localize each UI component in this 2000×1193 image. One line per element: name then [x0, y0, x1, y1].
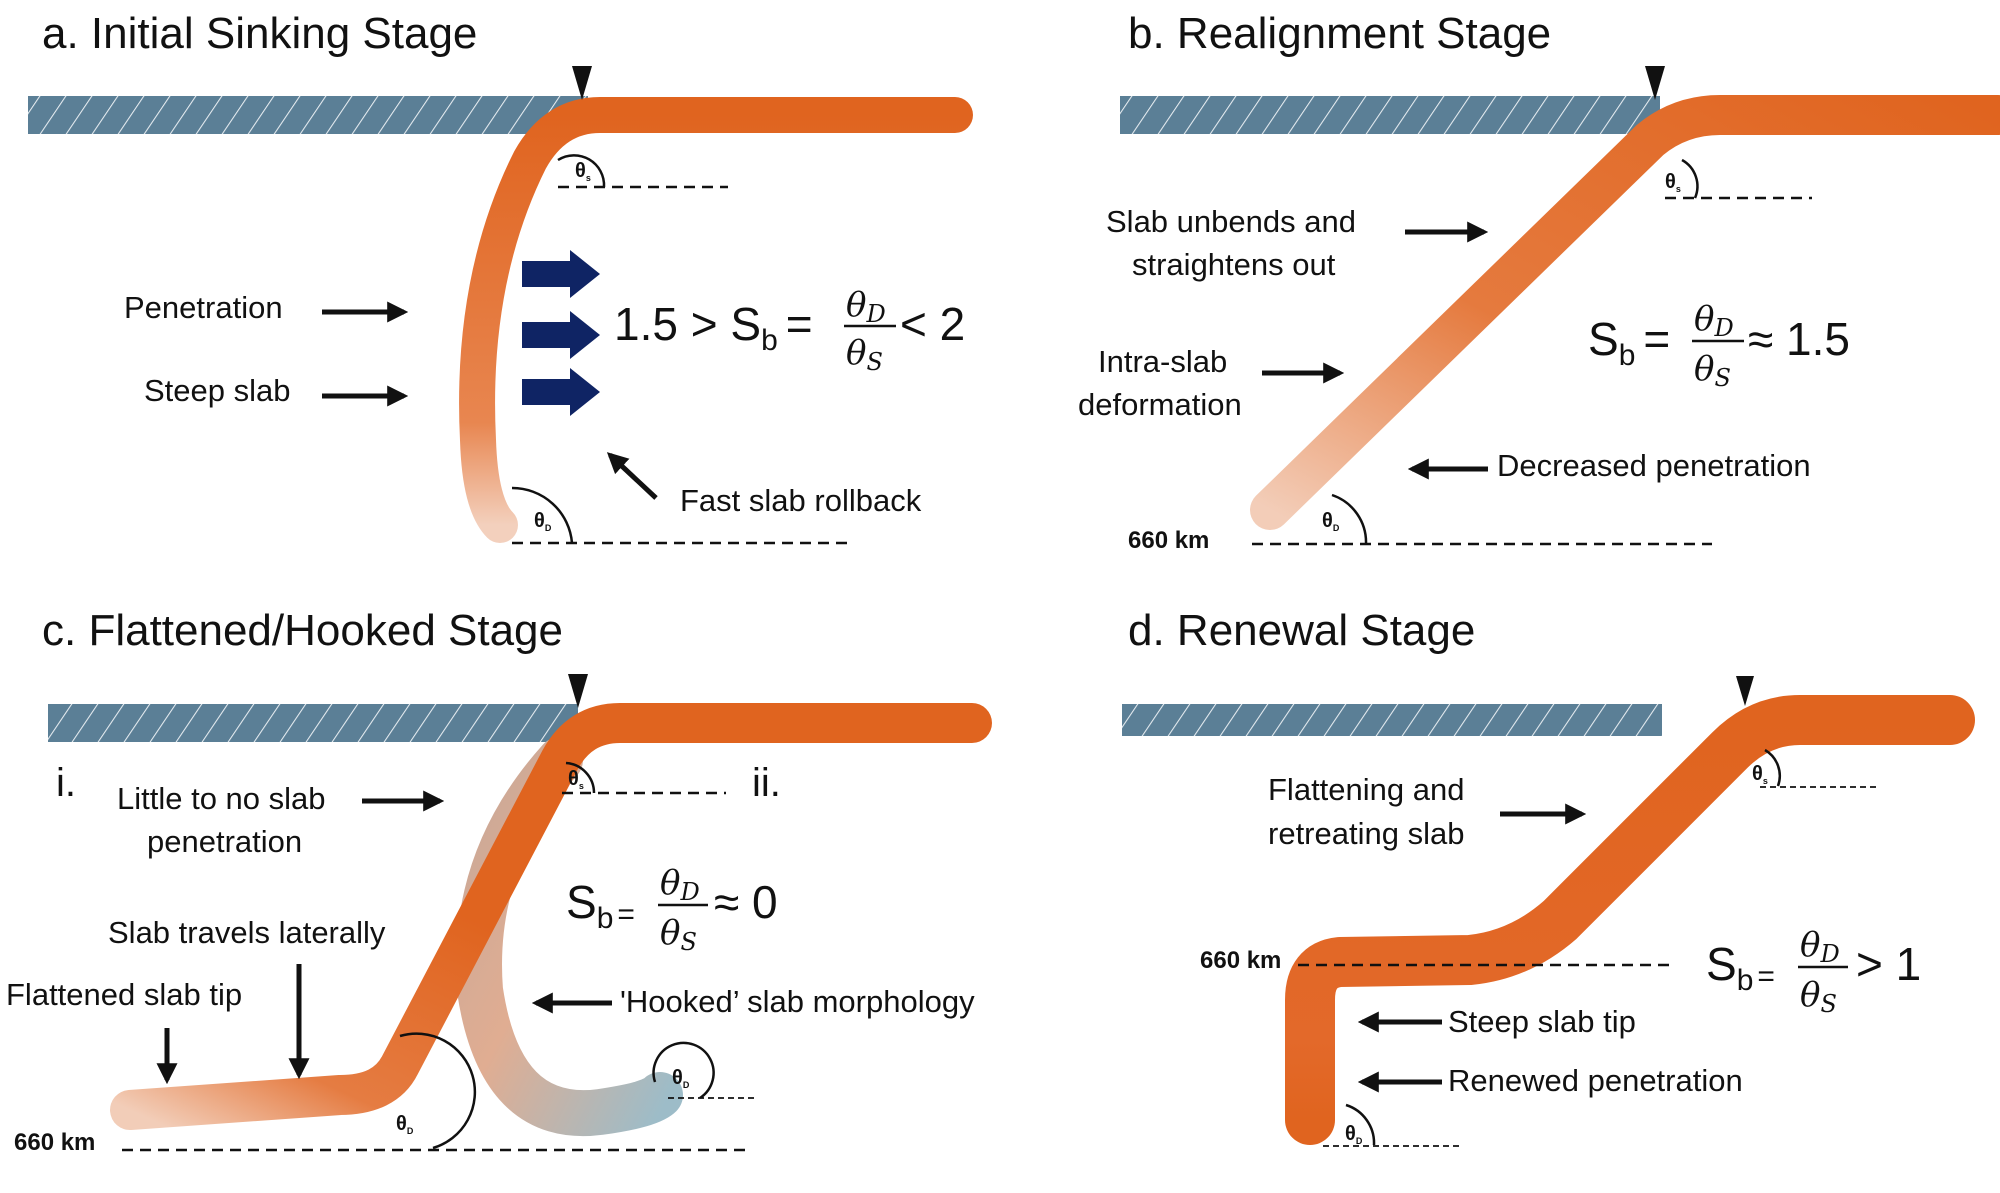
label-flattened-slab-tip: Flattened slab tip: [6, 977, 242, 1012]
equation-b: Sb= θD θS ≈ 1.5: [1588, 299, 1850, 392]
theta-s-arc: [565, 761, 596, 794]
label-case-ii: ii.: [752, 761, 781, 805]
label-unbends-line2: straightens out: [1132, 247, 1336, 282]
theta-d-arc: [1331, 493, 1368, 545]
theta-d-symbol: θD: [396, 1113, 414, 1136]
panel-a: a. Initial Sinking Stage θs θD Penetrati…: [28, 9, 973, 545]
svg-text:≈ 0: ≈ 0: [714, 876, 778, 928]
trench-marker-icon: [572, 66, 592, 100]
theta-s-arc: [557, 154, 606, 188]
theta-d-hook-symbol: θD: [672, 1067, 690, 1090]
subducting-slab: [1285, 695, 1975, 1145]
label-little-penetration-line2: penetration: [147, 824, 302, 859]
label-case-i: i.: [56, 761, 76, 805]
mantle-flow-arrows: [522, 250, 600, 416]
svg-text:Sb=: Sb=: [1706, 938, 1775, 997]
panel-d-title: d. Renewal Stage: [1128, 606, 1475, 655]
theta-s-arc: [1764, 748, 1781, 787]
theta-s-symbol: θs: [1665, 171, 1681, 194]
theta-s-arc: [1681, 158, 1699, 199]
overriding-plate: [28, 96, 588, 134]
svg-text:θD: θD: [660, 863, 700, 906]
overriding-plate: [48, 704, 578, 742]
label-flattening-line2: retreating slab: [1268, 816, 1464, 851]
label-hooked-morphology: 'Hooked’ slab morphology: [620, 984, 975, 1019]
theta-d-symbol: θD: [1345, 1123, 1363, 1146]
depth-label-660km: 660 km: [14, 1129, 95, 1156]
svg-text:≈ 1.5: ≈ 1.5: [1748, 313, 1850, 365]
svg-text:> 1: > 1: [1856, 938, 1921, 990]
theta-s-symbol: θs: [1752, 763, 1768, 786]
mantle-flow-arrow-icon: [522, 311, 600, 359]
depth-label-660km: 660 km: [1200, 947, 1281, 974]
label-intra-slab-line2: deformation: [1078, 387, 1242, 422]
flattened-slab: [110, 703, 992, 1130]
panel-c-title: c. Flattened/Hooked Stage: [42, 606, 563, 655]
svg-text:< 2: < 2: [900, 298, 965, 350]
theta-d-arc: [399, 1032, 477, 1150]
equation-a: 1.5 > Sb= θD θS < 2: [614, 285, 965, 376]
theta-d-arc: [511, 486, 574, 544]
svg-text:θD: θD: [1694, 299, 1734, 342]
label-unbends-line1: Slab unbends and: [1106, 204, 1356, 239]
panel-d: d. Renewal Stage θs θD 660 km Flattening…: [1122, 606, 1975, 1147]
label-decreased-penetration: Decreased penetration: [1497, 448, 1811, 483]
label-fast-rollback: Fast slab rollback: [680, 483, 922, 518]
svg-text:θS: θS: [660, 913, 697, 956]
label-flattening-line1: Flattening and: [1268, 772, 1464, 807]
panel-b-title: b. Realignment Stage: [1128, 9, 1551, 58]
svg-text:θS: θS: [1694, 349, 1731, 392]
label-intra-slab-line1: Intra-slab: [1098, 344, 1227, 379]
label-steep-slab: Steep slab: [144, 373, 291, 408]
panel-c: c. Flattened/Hooked Stage θs θD θD 660 k…: [6, 606, 992, 1156]
trench-marker-icon: [568, 674, 588, 708]
label-steep-slab-tip: Steep slab tip: [1448, 1004, 1636, 1039]
svg-text:Sb=: Sb=: [1588, 313, 1670, 372]
label-slab-travels-laterally: Slab travels laterally: [108, 915, 386, 950]
label-penetration: Penetration: [124, 290, 283, 325]
svg-text:1.5 > Sb=: 1.5 > Sb=: [614, 298, 813, 357]
label-renewed-penetration: Renewed penetration: [1448, 1063, 1743, 1098]
overriding-plate: [1122, 704, 1662, 736]
subducting-slab: [1250, 95, 2000, 530]
arrow-up-left-icon: [606, 452, 658, 500]
label-little-penetration-line1: Little to no slab: [117, 781, 326, 816]
svg-text:Sb=: Sb=: [566, 876, 635, 935]
theta-s-symbol: θs: [575, 160, 591, 183]
trench-marker-icon: [1645, 66, 1665, 100]
svg-text:θD: θD: [1800, 925, 1840, 968]
subducting-slab: [459, 97, 973, 543]
svg-text:θS: θS: [1800, 975, 1837, 1018]
panel-a-title: a. Initial Sinking Stage: [42, 9, 477, 58]
overriding-plate: [1120, 96, 1660, 134]
mantle-flow-arrow-icon: [522, 368, 600, 416]
theta-s-symbol: θs: [568, 768, 584, 791]
theta-d-symbol: θD: [534, 510, 552, 533]
trench-marker-icon: [1736, 676, 1754, 706]
theta-d-symbol: θD: [1322, 510, 1340, 533]
mantle-flow-arrow-icon: [522, 250, 600, 298]
equation-d: Sb= θD θS > 1: [1706, 925, 1921, 1018]
theta-d-hook-arc: [652, 1041, 715, 1100]
hooked-slab: [456, 737, 683, 1137]
equation-c: Sb= θD θS ≈ 0: [566, 863, 778, 956]
svg-text:θD: θD: [846, 285, 886, 328]
svg-text:θS: θS: [846, 333, 883, 376]
panel-b: b. Realignment Stage θs θD 660 km Slab u…: [1078, 9, 2000, 554]
depth-label-660km: 660 km: [1128, 527, 1209, 554]
theta-d-arc: [1345, 1103, 1376, 1146]
